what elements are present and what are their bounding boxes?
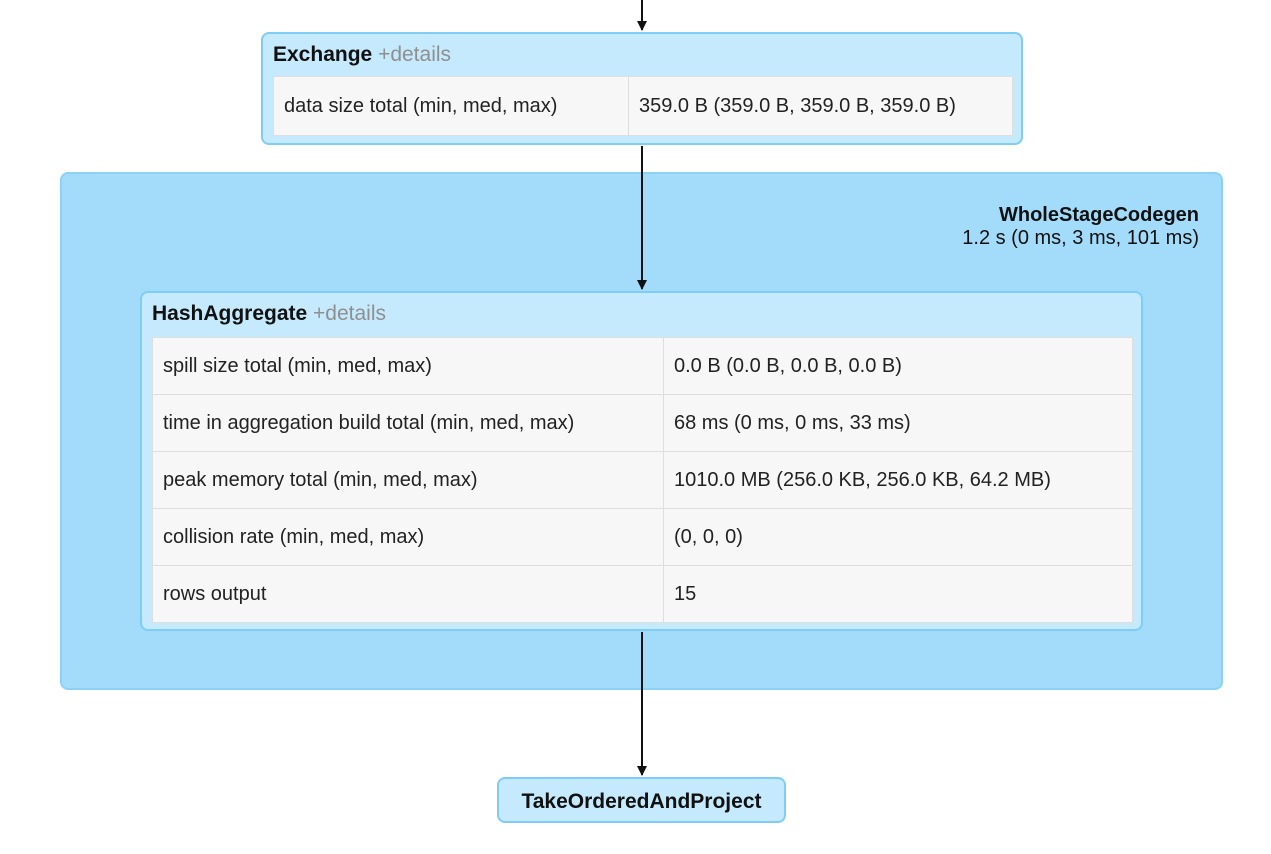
metrics-table: data size total (min, med, max) 359.0 B … bbox=[273, 76, 1013, 136]
table-row: collision rate (min, med, max) (0, 0, 0) bbox=[152, 508, 1133, 566]
node-header: TakeOrderedAndProject bbox=[499, 779, 784, 814]
node-header: HashAggregate +details bbox=[142, 293, 1141, 326]
metric-key: time in aggregation build total (min, me… bbox=[152, 394, 664, 452]
table-row: rows output 15 bbox=[152, 565, 1133, 623]
metric-key: data size total (min, med, max) bbox=[273, 76, 629, 136]
cluster-title: WholeStageCodegen 1.2 s (0 ms, 3 ms, 101… bbox=[962, 204, 1199, 250]
metric-key: collision rate (min, med, max) bbox=[152, 508, 664, 566]
hashaggregate-node[interactable]: HashAggregate +details spill size total … bbox=[140, 291, 1143, 631]
metric-value: 359.0 B (359.0 B, 359.0 B, 359.0 B) bbox=[628, 76, 1013, 136]
metric-key: peak memory total (min, med, max) bbox=[152, 451, 664, 509]
node-header: Exchange +details bbox=[263, 34, 1021, 67]
node-name: HashAggregate bbox=[152, 302, 308, 325]
table-row: spill size total (min, med, max) 0.0 B (… bbox=[152, 337, 1133, 395]
table-row: time in aggregation build total (min, me… bbox=[152, 394, 1133, 452]
node-name: TakeOrderedAndProject bbox=[521, 790, 762, 813]
cluster-name: WholeStageCodegen bbox=[998, 204, 1199, 226]
exchange-node[interactable]: Exchange +details data size total (min, … bbox=[261, 32, 1023, 145]
metrics-table: spill size total (min, med, max) 0.0 B (… bbox=[152, 337, 1133, 623]
takeorderedandproject-node[interactable]: TakeOrderedAndProject bbox=[497, 777, 786, 823]
table-row: data size total (min, med, max) 359.0 B … bbox=[273, 76, 1013, 136]
metric-key: spill size total (min, med, max) bbox=[152, 337, 664, 395]
metric-value: 0.0 B (0.0 B, 0.0 B, 0.0 B) bbox=[663, 337, 1133, 395]
metric-value: 68 ms (0 ms, 0 ms, 33 ms) bbox=[663, 394, 1133, 452]
metric-key: rows output bbox=[152, 565, 664, 623]
cluster-duration: 1.2 s (0 ms, 3 ms, 101 ms) bbox=[962, 227, 1199, 249]
metric-value: (0, 0, 0) bbox=[663, 508, 1133, 566]
table-row: peak memory total (min, med, max) 1010.0… bbox=[152, 451, 1133, 509]
details-toggle[interactable]: +details bbox=[378, 43, 452, 66]
metric-value: 1010.0 MB (256.0 KB, 256.0 KB, 64.2 MB) bbox=[663, 451, 1133, 509]
metric-value: 15 bbox=[663, 565, 1133, 623]
details-toggle[interactable]: +details bbox=[313, 302, 387, 325]
node-name: Exchange bbox=[273, 43, 373, 66]
